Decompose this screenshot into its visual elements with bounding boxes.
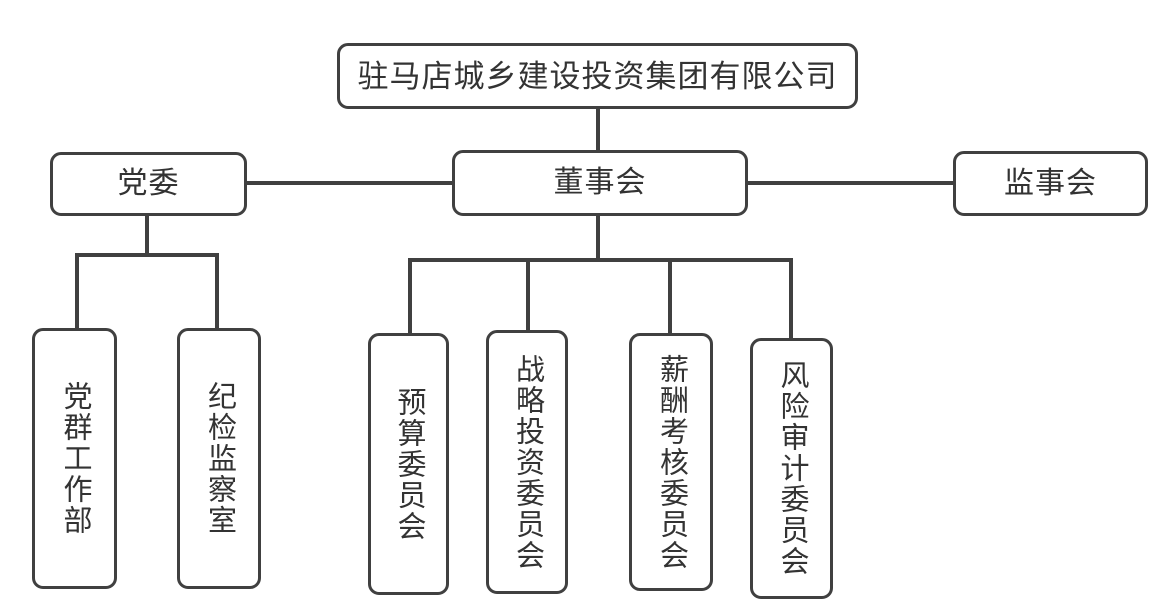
connector-budget-committee-drop: [408, 258, 412, 335]
connector-party-committee-board: [245, 181, 454, 185]
node-party-mass-work-dept: 党群工作部: [32, 328, 117, 589]
connector-compensation-committee-drop: [668, 258, 672, 335]
connector-board-bus: [408, 258, 793, 262]
connector-party-mass-dept-drop: [75, 253, 79, 330]
node-budget-committee: 预算委员会: [368, 333, 449, 595]
node-compensation-assessment-committee: 薪酬考核委员会: [629, 333, 713, 591]
connector-party-committee-stem: [145, 214, 149, 257]
connector-party-committee-bus: [75, 253, 219, 257]
node-party-committee: 党委: [50, 152, 247, 216]
connector-discipline-office-drop: [215, 253, 219, 330]
node-risk-audit-committee: 风险审计委员会: [750, 338, 833, 599]
node-board-of-directors: 董事会: [452, 150, 748, 216]
node-company: 驻马店城乡建设投资集团有限公司: [337, 43, 858, 109]
node-strategic-investment-committee: 战略投资委员会: [486, 330, 568, 594]
node-discipline-inspection-office: 纪检监察室: [177, 328, 261, 589]
connector-risk-audit-committee-drop: [789, 258, 793, 340]
node-supervisory-board: 监事会: [953, 151, 1148, 216]
connector-board-supervisory-board: [746, 181, 955, 185]
connector-board-stem: [596, 214, 600, 260]
connector-strategy-committee-drop: [526, 258, 530, 332]
connector-company-board: [596, 107, 600, 152]
